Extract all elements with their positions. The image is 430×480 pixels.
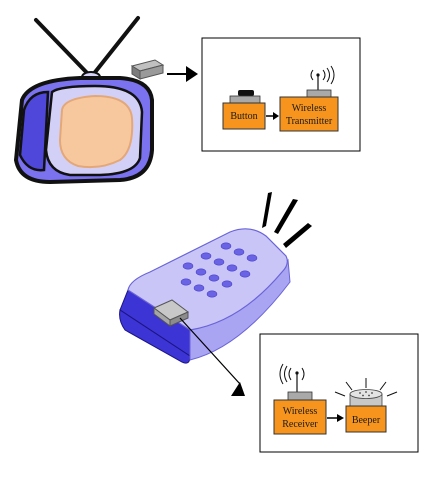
transmitter-label-line2: Transmitter <box>286 116 333 127</box>
arrow-icon <box>179 317 245 396</box>
arrow-icon <box>327 414 344 422</box>
remote-control-icon <box>119 228 291 364</box>
tv-icon <box>13 16 154 185</box>
receiver-component: Wireless Receiver <box>273 363 327 435</box>
beeper-icon: Beeper <box>334 378 398 433</box>
signal-waves-icon <box>310 65 335 85</box>
signal-waves-icon <box>279 363 305 385</box>
button-component: Button <box>222 90 266 130</box>
receiver-label-line2: Receiver <box>282 419 318 430</box>
remote-signal-burst <box>262 192 312 248</box>
receiver-label-line1: Wireless <box>283 406 318 417</box>
antenna-icon <box>316 73 320 90</box>
antenna-icon <box>295 371 299 392</box>
transmitter-component: Wireless Transmitter <box>279 65 339 132</box>
transmitter-panel <box>201 37 361 152</box>
button-device-icon <box>130 59 165 80</box>
arrow-icon <box>266 112 279 120</box>
arrow-icon <box>167 66 198 82</box>
transmitter-label-line1: Wireless <box>292 103 327 114</box>
button-label: Button <box>230 111 257 122</box>
beeper-label: Beeper <box>352 415 381 426</box>
